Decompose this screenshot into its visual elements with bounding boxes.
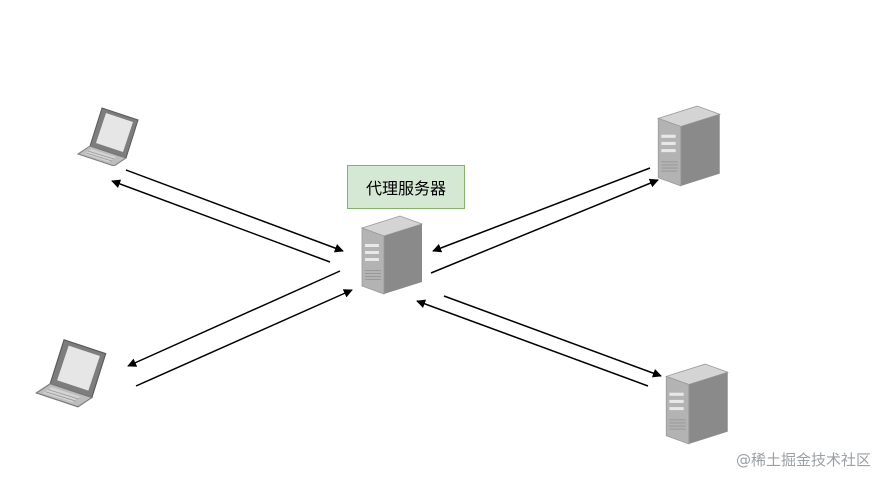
arrow-server-top-to-proxy xyxy=(432,167,651,253)
laptop-icon xyxy=(76,107,139,166)
server-icon xyxy=(656,105,722,187)
laptop-icon xyxy=(35,339,107,408)
proxy-server-icon xyxy=(360,215,424,295)
proxy-server-label: 代理服务器 xyxy=(347,165,465,209)
arrow-proxy-to-client-top xyxy=(111,179,331,263)
watermark: @稀土掘金技术社区 xyxy=(735,451,871,469)
arrow-proxy-to-server-top xyxy=(430,178,659,274)
arrow-proxy-to-client-bottom xyxy=(127,270,341,367)
server-icon xyxy=(664,363,730,445)
arrow-proxy-to-server-bottom xyxy=(443,295,662,378)
arrow-client-top-to-proxy xyxy=(125,169,344,253)
arrow-client-bottom-to-proxy xyxy=(135,289,353,387)
arrow-server-bottom-to-proxy xyxy=(416,299,649,387)
